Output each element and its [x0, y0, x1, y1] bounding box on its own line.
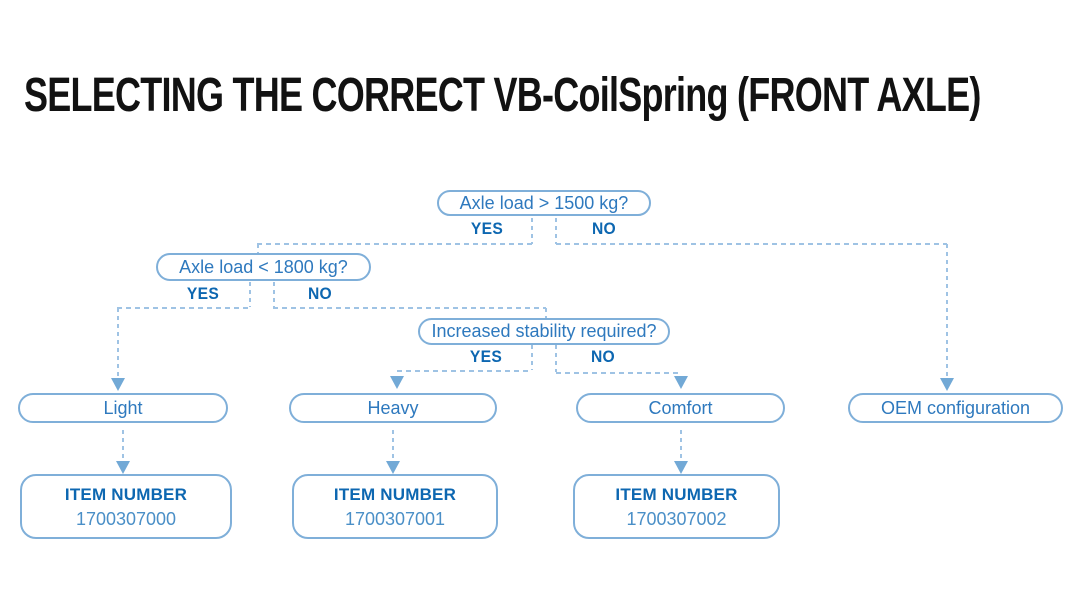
connector-q1-no-drop [555, 218, 557, 244]
arrow-down-icon [116, 461, 130, 474]
arrow-down-icon [940, 378, 954, 391]
outcome-label: Heavy [367, 397, 419, 418]
connector-q1-yes-horizontal [257, 243, 532, 245]
connector-q1-yes-into-q2 [257, 244, 259, 253]
outcome-label: Comfort [648, 397, 713, 418]
connector-q2-yes-to-light [117, 308, 119, 377]
item-number-label: ITEM NUMBER [64, 485, 188, 504]
yes-label: YES [469, 347, 503, 366]
decision-question: Axle load < 1800 kg? [179, 256, 348, 277]
connector-q2-no-drop [273, 282, 275, 307]
item-number-label: ITEM NUMBER [333, 485, 457, 504]
decision-question: Increased stability required? [431, 321, 657, 341]
arrow-down-icon [674, 376, 688, 389]
decision-box-axle-load-1500: Axle load > 1500 kg? [437, 190, 651, 216]
item-number-box-light: ITEM NUMBER 1700307000 [20, 474, 232, 539]
arrow-down-icon [111, 378, 125, 391]
item-number-box-comfort: ITEM NUMBER 1700307002 [573, 474, 780, 539]
connector-q2-yes-drop [249, 282, 251, 307]
connector-q1-no-horizontal [556, 243, 947, 245]
no-label: NO [591, 219, 617, 238]
connector-q2-no-horizontal [273, 307, 546, 309]
yes-label: YES [186, 284, 220, 303]
no-label: NO [307, 284, 333, 303]
outcome-label: OEM configuration [880, 397, 1031, 418]
connector-q3-yes-drop [531, 345, 533, 370]
outcome-box-oem-configuration: OEM configuration [848, 393, 1063, 423]
decision-question: Axle load > 1500 kg? [459, 192, 629, 213]
yes-label: YES [470, 219, 504, 238]
connector-comfort-to-item [680, 430, 682, 462]
connector-q1-no-to-oem [946, 244, 948, 377]
item-number-value: 1700307000 [75, 509, 177, 529]
item-number-value: 1700307002 [626, 509, 727, 529]
arrow-down-icon [390, 376, 404, 389]
page-title: SELECTING THE CORRECT VB-CoilSpring (FRO… [24, 69, 981, 122]
item-number-value: 1700307001 [344, 509, 446, 529]
outcome-box-comfort: Comfort [576, 393, 785, 423]
outcome-box-light: Light [18, 393, 228, 423]
decision-box-axle-load-1800: Axle load < 1800 kg? [156, 253, 371, 281]
arrow-down-icon [386, 461, 400, 474]
no-label: NO [590, 347, 616, 366]
connector-q2-no-into-q3 [545, 308, 547, 318]
item-number-label: ITEM NUMBER [615, 485, 738, 504]
connector-q3-yes-horizontal [397, 370, 532, 372]
connector-q3-no-drop [555, 345, 557, 372]
connector-light-to-item [122, 430, 124, 462]
outcome-box-heavy: Heavy [289, 393, 497, 423]
decision-box-increased-stability: Increased stability required? [418, 318, 670, 345]
arrow-down-icon [674, 461, 688, 474]
connector-q2-yes-horizontal [117, 307, 250, 309]
item-number-box-heavy: ITEM NUMBER 1700307001 [292, 474, 498, 539]
connector-heavy-to-item [392, 430, 394, 462]
connector-q3-no-horizontal [556, 372, 681, 374]
outcome-label: Light [103, 397, 143, 418]
connector-q1-yes-drop [531, 218, 533, 244]
